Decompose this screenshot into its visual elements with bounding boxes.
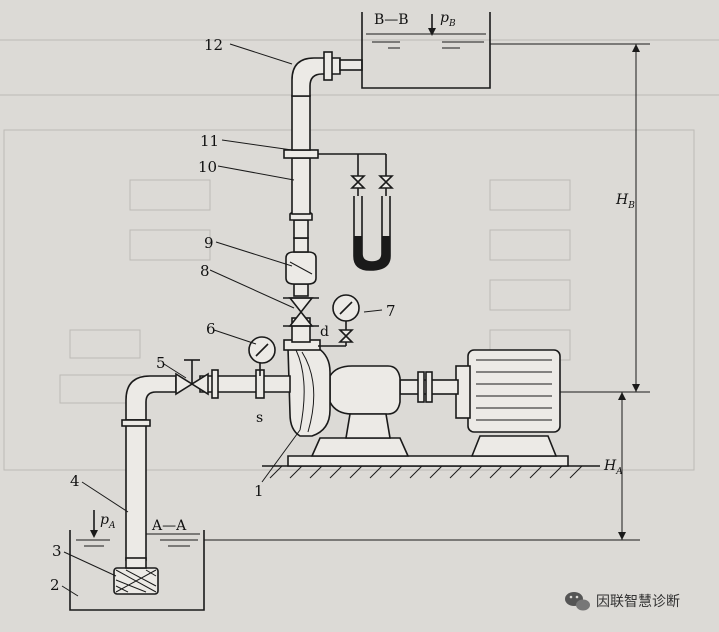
point-s-label: s bbox=[256, 410, 263, 426]
hb-label: HB bbox=[615, 192, 635, 211]
u-tube-manometer bbox=[318, 153, 394, 271]
leader-lines bbox=[61, 43, 383, 597]
label-4: 4 bbox=[70, 472, 80, 490]
symbol-labels: B—B pB A—A pA HB HA s d bbox=[100, 10, 635, 534]
discharge-tank bbox=[361, 12, 491, 89]
suction-valve bbox=[175, 359, 209, 396]
suction-pipe bbox=[121, 369, 291, 561]
dimension-lines bbox=[204, 43, 650, 541]
label-9: 9 bbox=[204, 234, 214, 252]
ha-label: HA bbox=[603, 458, 623, 477]
label-1: 1 bbox=[254, 482, 264, 500]
bearing-housing bbox=[329, 365, 401, 439]
section-bb-label: B—B bbox=[374, 12, 409, 28]
discharge-pipe bbox=[283, 51, 363, 343]
pressure-gauge bbox=[318, 294, 360, 347]
pb-label: pB bbox=[440, 10, 456, 29]
point-d-label: d bbox=[320, 324, 329, 340]
part-numbers: 12 11 10 9 8 6 7 5 4 3 2 1 bbox=[50, 36, 396, 594]
label-12: 12 bbox=[204, 36, 223, 54]
section-aa-label: A—A bbox=[151, 518, 187, 534]
label-2: 2 bbox=[50, 576, 60, 594]
suction-tank bbox=[69, 510, 205, 611]
label-11: 11 bbox=[200, 132, 219, 150]
label-5: 5 bbox=[156, 354, 166, 372]
pa-label: pA bbox=[100, 512, 116, 531]
wechat-icon bbox=[565, 592, 590, 611]
label-10: 10 bbox=[198, 158, 217, 176]
watermark: 因联智慧诊断 bbox=[565, 592, 680, 611]
label-6: 6 bbox=[206, 320, 216, 338]
label-7: 7 bbox=[386, 302, 396, 320]
label-3: 3 bbox=[52, 542, 62, 560]
pump-base bbox=[287, 435, 569, 467]
watermark-text: 因联智慧诊断 bbox=[596, 594, 680, 610]
ground bbox=[262, 465, 600, 479]
label-8: 8 bbox=[200, 262, 210, 280]
coupling bbox=[399, 371, 459, 403]
pump-casing bbox=[283, 339, 331, 437]
motor bbox=[455, 349, 561, 433]
